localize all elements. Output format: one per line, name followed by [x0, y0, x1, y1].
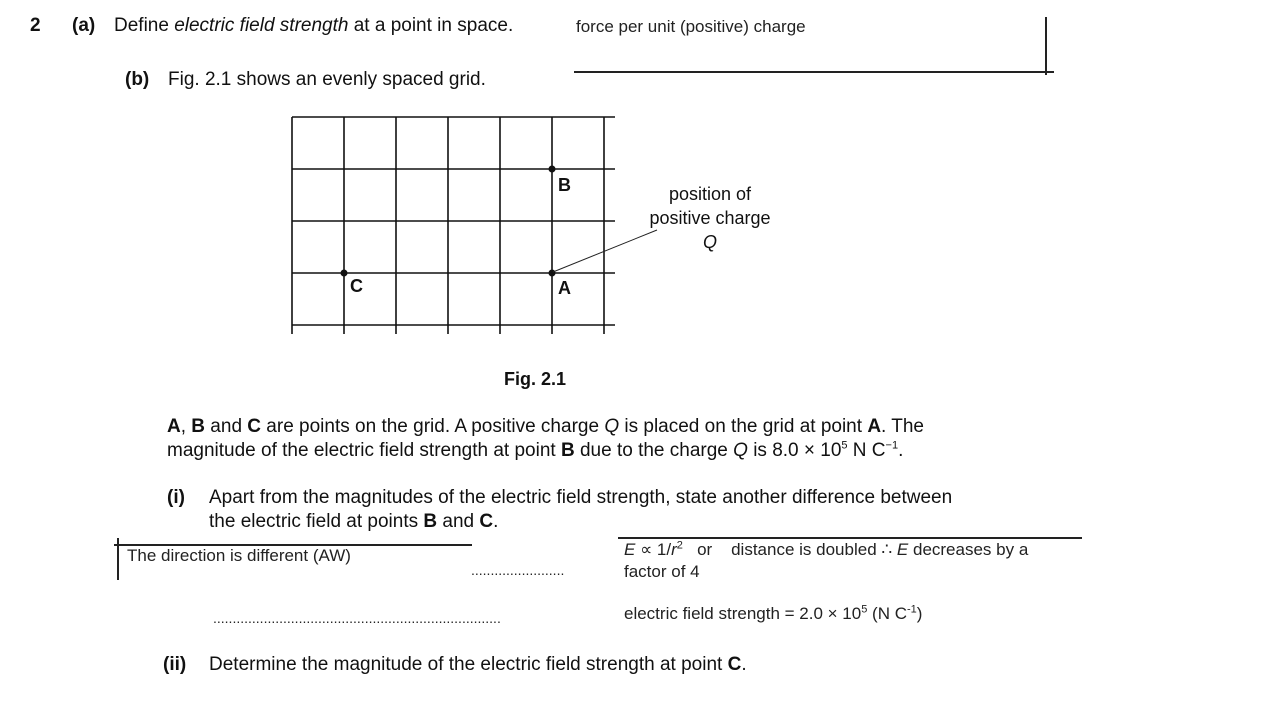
- text: is 8.0 × 10: [747, 440, 842, 461]
- text-c: C: [247, 416, 262, 437]
- annotation-line-2: positive charge: [649, 208, 771, 228]
- answer-dots-long: ........................................…: [213, 610, 501, 626]
- part-a-term: electric field strength: [174, 15, 349, 36]
- marking-top-border: [618, 537, 1082, 539]
- part-a-text: Define electric field strength at a poin…: [114, 15, 513, 37]
- text: ∝ 1/: [635, 540, 672, 559]
- text: due to the charge: [574, 440, 734, 461]
- point-a-label: A: [558, 278, 571, 298]
- text: ): [916, 604, 923, 623]
- answer-dots-short: ........................: [471, 562, 565, 578]
- text-b: B: [423, 511, 438, 532]
- symbol-e: E: [896, 540, 909, 559]
- text-c: C: [479, 511, 494, 532]
- marking-line-3: electric field strength = 2.0 × 105 (N C…: [624, 604, 922, 624]
- answer-i-top-border: [114, 544, 472, 546]
- marking-line-2: factor of 4: [624, 562, 700, 581]
- text-q: Q: [733, 440, 748, 461]
- sub-ii-text: Determine the magnitude of the electric …: [209, 654, 747, 676]
- symbol-e: E: [624, 540, 636, 559]
- text: .: [741, 654, 747, 675]
- annotation-leader-line: [552, 229, 658, 273]
- question-number: 2: [30, 15, 41, 36]
- exponent: 2: [676, 539, 683, 552]
- annotation-line-3: Q: [702, 232, 717, 252]
- part-a-text-after: at a point in space.: [348, 15, 514, 36]
- annotation-line-1: position of: [668, 184, 752, 204]
- answer-box-right-border: [1045, 17, 1047, 75]
- part-b-text: Fig. 2.1 shows an evenly spaced grid.: [168, 69, 486, 90]
- text: or distance is doubled ∴: [682, 540, 897, 559]
- point-b-marker: [548, 165, 556, 173]
- text: ,: [180, 416, 192, 437]
- unit-exponent: -1: [907, 603, 917, 616]
- paragraph-line-1: A, B and C are points on the grid. A pos…: [167, 416, 924, 438]
- text-a: A: [867, 416, 882, 437]
- answer-i-left-border: [117, 538, 119, 580]
- point-c-marker: [340, 269, 348, 277]
- text-q: Q: [604, 416, 620, 437]
- unit: (N C: [867, 604, 907, 623]
- text-a: A: [167, 416, 181, 437]
- text: .: [898, 440, 904, 461]
- charge-annotation: position of positive charge Q: [640, 182, 780, 254]
- grid-lines: [291, 116, 615, 334]
- point-b-label: B: [558, 175, 571, 195]
- text: .: [493, 511, 499, 532]
- marking-line-1: E ∝ 1/r2 or distance is doubled ∴ E decr…: [624, 540, 1028, 560]
- sub-i-line-1: Apart from the magnitudes of the electri…: [209, 487, 953, 508]
- answer-box-bottom-border: [574, 71, 1054, 73]
- paragraph-line-2: magnitude of the electric field strength…: [167, 440, 903, 462]
- text: . The: [881, 416, 925, 437]
- sub-i-line-2: the electric field at points B and C.: [209, 511, 498, 533]
- unit: N C: [847, 440, 886, 461]
- point-c-label: C: [350, 276, 363, 296]
- text: and: [205, 416, 248, 437]
- symbol-r: r: [671, 540, 677, 559]
- text: and: [437, 511, 480, 532]
- part-a-text-before: Define: [114, 15, 175, 36]
- text: are points on the grid. A positive charg…: [261, 416, 605, 437]
- part-a-label: (a): [72, 15, 96, 36]
- text-c: C: [727, 654, 742, 675]
- sub-i-answer: The direction is different (AW): [127, 546, 351, 565]
- text: decreases by a: [908, 540, 1029, 559]
- part-a-answer: force per unit (positive) charge: [576, 17, 806, 36]
- text: electric field strength = 2.0 × 10: [624, 604, 862, 623]
- exponent: 5: [841, 439, 848, 452]
- part-b-label: (b): [125, 69, 150, 90]
- sub-ii-label: (ii): [163, 654, 187, 675]
- unit-exponent: −1: [885, 439, 899, 452]
- figure-caption: Fig. 2.1: [504, 369, 567, 389]
- text: Determine the magnitude of the electric …: [209, 654, 728, 675]
- text-b: B: [191, 416, 206, 437]
- point-a-marker: [548, 269, 556, 277]
- exponent: 5: [861, 603, 868, 616]
- text: the electric field at points: [209, 511, 424, 532]
- text: magnitude of the electric field strength…: [167, 440, 561, 461]
- grid-figure: [291, 116, 658, 334]
- text: is placed on the grid at point: [619, 416, 868, 437]
- text-b: B: [560, 440, 575, 461]
- sub-i-label: (i): [167, 487, 185, 508]
